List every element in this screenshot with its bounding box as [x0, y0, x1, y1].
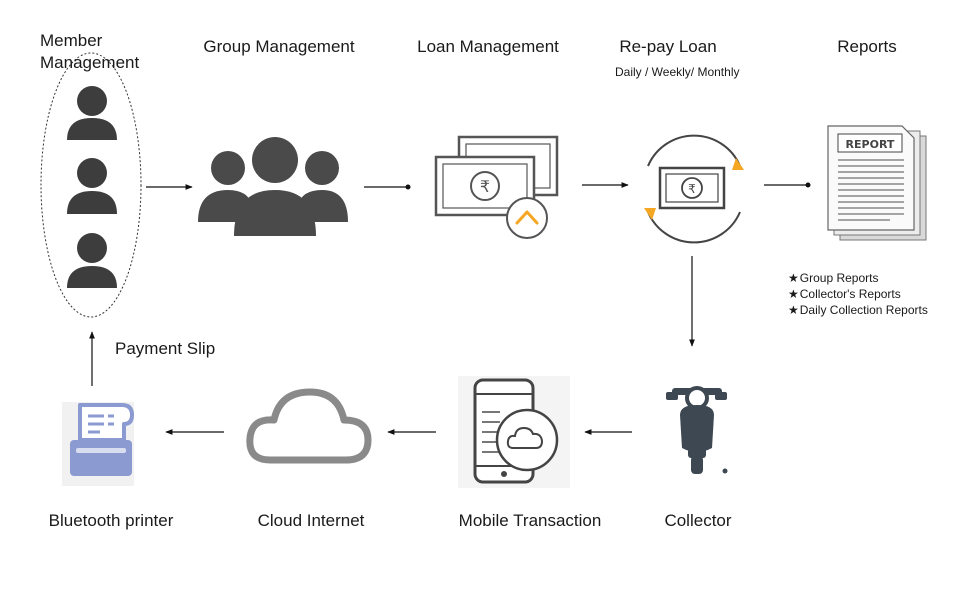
printer-icon: [62, 402, 134, 486]
report-item-collector: Collector's Reports: [788, 286, 928, 302]
mobile-transaction-label: Mobile Transaction: [458, 511, 602, 530]
group-management-label: Group Management: [203, 37, 355, 56]
repay-loan-label: Re-pay Loan: [619, 37, 717, 56]
member-management-group: [40, 52, 142, 318]
person-icon: [67, 158, 117, 214]
member-management-label-line2: Management: [40, 53, 140, 72]
reports-list: Group Reports Collector's Reports Daily …: [788, 270, 928, 318]
repay-frequency-label: Daily / Weekly/ Monthly: [615, 65, 740, 79]
report-icon-text: REPORT: [846, 138, 895, 151]
member-management-label-line1: Member: [40, 31, 103, 50]
mobile-cloud-icon: [458, 376, 570, 488]
cloud-icon: [246, 388, 372, 464]
person-icon: [67, 233, 117, 288]
report-document-icon: REPORT: [827, 125, 927, 241]
member-group-ellipse: [40, 52, 142, 318]
repay-cycle-icon: ₹: [644, 134, 744, 244]
loan-management-label: Loan Management: [417, 37, 559, 56]
person-icon: [67, 86, 117, 140]
cloud-internet-label: Cloud Internet: [257, 511, 365, 530]
scooter-icon: [666, 386, 728, 474]
report-item-daily-collection: Daily Collection Reports: [788, 302, 928, 318]
collector-label: Collector: [664, 511, 732, 530]
money-icon: ₹: [434, 135, 559, 239]
connectors: [89, 182, 808, 435]
report-item-group: Group Reports: [788, 270, 928, 286]
payment-slip-label: Payment Slip: [115, 339, 216, 358]
connector-dots: [405, 182, 811, 190]
reports-label: Reports: [837, 37, 897, 56]
bluetooth-printer-label: Bluetooth printer: [48, 511, 174, 530]
svg-text:₹: ₹: [480, 177, 490, 196]
group-icon: [198, 137, 348, 236]
svg-text:₹: ₹: [688, 182, 696, 196]
